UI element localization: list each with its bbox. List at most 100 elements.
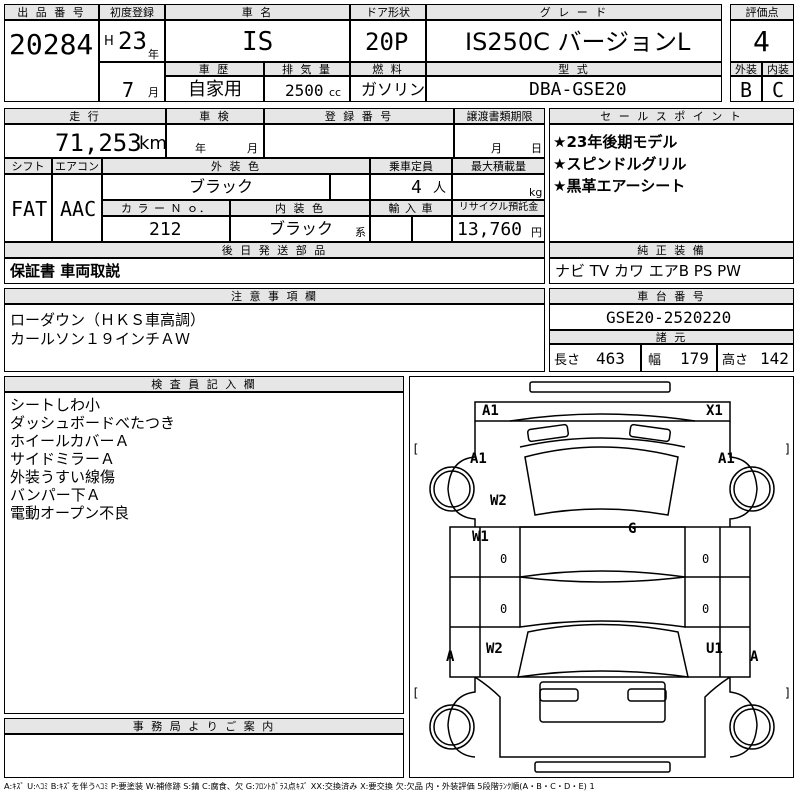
history-value: 自家用 xyxy=(188,79,242,100)
header-ext-color: 外 装 色 xyxy=(102,158,370,174)
right-rear-label: U1 xyxy=(706,641,723,657)
era-value: H xyxy=(104,34,114,49)
roof-label: G xyxy=(628,521,636,537)
int-color-cell: ブラック 系 xyxy=(230,216,370,242)
header-displacement: 排 気 量 xyxy=(264,62,350,76)
header-specs: 諸 元 xyxy=(549,330,794,344)
zero-mark: 0 xyxy=(702,602,709,616)
max-load-cell: kg xyxy=(452,174,545,200)
model-code-cell: DBA-GSE20 xyxy=(426,76,722,102)
length-cell: 長さ 463 xyxy=(549,344,641,372)
exterior-grade-value: B xyxy=(740,78,753,102)
header-transfer-deadline: 譲渡書類期限 xyxy=(454,108,545,124)
transfer-deadline-cell: 月 日 xyxy=(454,124,545,158)
chassis-no-cell: GSE20-2520220 xyxy=(549,304,794,330)
header-lot-no: 出 品 番 号 xyxy=(4,4,99,20)
displacement-unit: cc xyxy=(329,86,342,99)
sales-point-item: ★スピンドルグリル xyxy=(553,155,687,173)
car-name-cell: IS xyxy=(165,20,350,62)
header-notes: 注 意 事 項 欄 xyxy=(4,288,545,304)
left-door-label: W1 xyxy=(472,529,489,545)
max-load-unit: kg xyxy=(529,186,543,199)
header-import: 輸 入 車 xyxy=(370,200,452,216)
height-cell: 高さ 142 xyxy=(717,344,794,372)
color-no-value: 212 xyxy=(149,219,182,240)
header-aircon: エアコン xyxy=(52,158,102,174)
left-rear-wheel-label: A xyxy=(446,649,455,665)
genuine-equipment-cell: ナビ TV カワ エアB PS PW xyxy=(549,258,794,284)
inspector-note-item: ダッシュボードべたつき xyxy=(10,414,176,432)
mileage-unit: km xyxy=(139,133,167,154)
note-item: ローダウン（ＨＫＳ車高調） xyxy=(10,311,206,329)
year-value: 23 xyxy=(118,27,147,55)
recycle-fee-value: 13,760 xyxy=(457,219,523,240)
car-name-value: IS xyxy=(242,27,274,57)
chassis-no-value: GSE20-2520220 xyxy=(606,308,732,327)
header-office-info: 事 務 局 よ り ご 案 内 xyxy=(4,718,404,734)
fuel-value: ガソリン xyxy=(361,80,426,99)
zero-mark: 0 xyxy=(702,552,709,566)
inspector-note-item: 外装うすい線傷 xyxy=(10,468,116,486)
width-label: 幅 xyxy=(648,353,662,368)
header-int-color: 内 装 色 xyxy=(230,200,370,216)
ext-color-value: ブラック xyxy=(189,177,254,196)
month-unit: 月 xyxy=(148,86,159,99)
width-value: 179 xyxy=(680,349,709,368)
recycle-fee-unit: 円 xyxy=(531,226,542,239)
shift-cell: FAT xyxy=(4,174,52,242)
front-right-label: X1 xyxy=(706,403,723,419)
inspector-note-item: ホイールカバーＡ xyxy=(10,432,130,450)
door-type-cell: 20P xyxy=(350,20,426,62)
later-parts-value: 保証書 車両取説 xyxy=(10,262,121,280)
header-history: 車 歴 xyxy=(165,62,264,76)
aircon-value: AAC xyxy=(60,197,97,221)
header-fuel: 燃 料 xyxy=(350,62,426,76)
header-first-reg: 初度登録 xyxy=(99,4,165,20)
car-outline-diagram: A1 X1 A1 A1 W2 W1 G W2 U1 A A 0 0 0 0 [ … xyxy=(412,381,791,773)
grade-cell: IS250C バージョンL xyxy=(426,20,722,62)
width-cell: 幅 179 xyxy=(641,344,717,372)
bracket-mark: ] xyxy=(784,442,791,456)
header-shift: シフト xyxy=(4,158,52,174)
displacement-value: 2500 xyxy=(285,81,324,100)
header-max-load: 最大積載量 xyxy=(452,158,545,174)
header-genuine-equipment: 純 正 装 備 xyxy=(549,242,794,258)
header-color-no: カ ラ ー Ｎ ｏ． xyxy=(102,200,230,216)
left-front-wheel-label: A1 xyxy=(470,451,487,467)
header-capacity: 乗車定員 xyxy=(370,158,452,174)
header-chassis-no: 車 台 番 号 xyxy=(549,288,794,304)
month-value: 7 xyxy=(122,78,135,102)
recycle-fee-cell: 13,760 円 xyxy=(452,216,545,242)
note-item: カールソン１９インチＡＷ xyxy=(10,330,191,348)
displacement-cell: 2500 cc xyxy=(264,76,350,102)
length-label: 長さ xyxy=(554,353,581,368)
transfer-day-unit: 日 xyxy=(531,142,542,155)
rating-value: 4 xyxy=(753,25,770,58)
sales-point-item: ★黒革エアーシート xyxy=(553,177,686,195)
header-later-parts: 後 日 発 送 部 品 xyxy=(4,242,545,258)
zero-mark: 0 xyxy=(500,602,507,616)
header-mileage: 走 行 xyxy=(4,108,166,124)
import-cell-a xyxy=(370,216,412,242)
year-unit: 年 xyxy=(148,48,159,61)
reg-no-cell xyxy=(264,124,454,158)
fuel-cell: ガソリン xyxy=(350,76,426,102)
sales-points-box: ★23年後期モデル ★スピンドルグリル ★黒革エアーシート xyxy=(549,124,794,242)
left-front-door-label: W2 xyxy=(490,493,507,509)
lot-no-cell: 20284 xyxy=(4,20,99,102)
right-rear-wheel-label: A xyxy=(750,649,759,665)
capacity-unit: 人 xyxy=(433,181,447,196)
bracket-mark: ] xyxy=(784,686,791,700)
sales-point-item: ★23年後期モデル xyxy=(553,133,678,151)
model-code-value: DBA-GSE20 xyxy=(529,79,627,100)
lot-no-value: 20284 xyxy=(9,28,94,61)
header-inspection: 車 検 xyxy=(166,108,264,124)
ext-color-cell: ブラック xyxy=(102,174,330,200)
first-reg-year-cell: H 23 年 xyxy=(99,20,165,62)
office-info-box xyxy=(4,734,404,778)
mileage-cell: 71,253 km xyxy=(4,124,167,158)
history-cell: 自家用 xyxy=(165,76,264,102)
mileage-value: 71,253 xyxy=(55,129,142,157)
import-cell-b xyxy=(412,216,452,242)
rating-cell: 4 xyxy=(730,20,794,62)
